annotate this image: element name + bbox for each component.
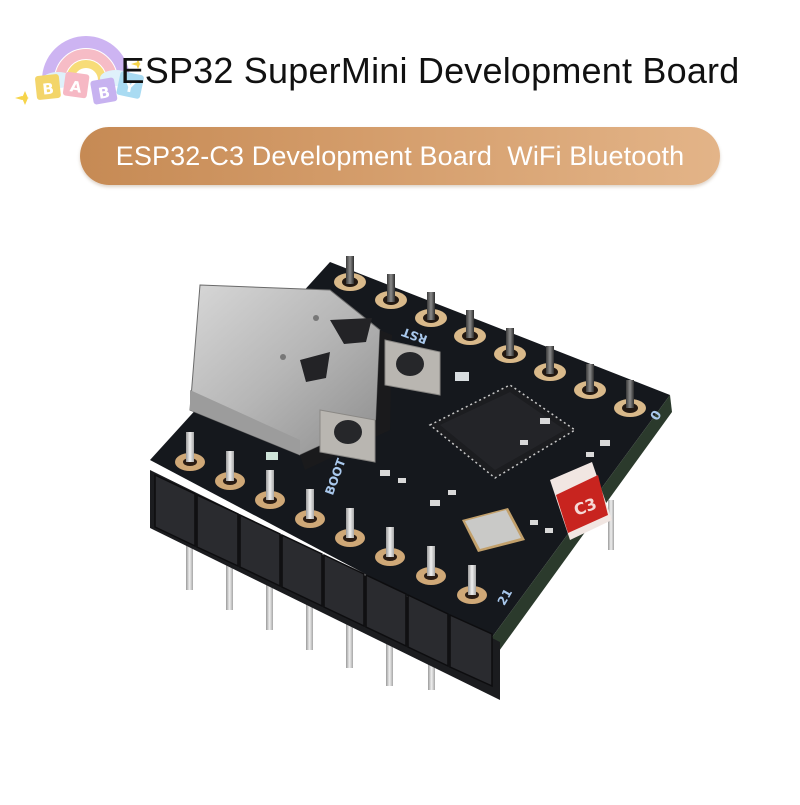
rainbow-icon: B A B Y xyxy=(15,36,144,105)
svg-text:A: A xyxy=(69,77,83,96)
page-title: ESP32 SuperMini Development Board xyxy=(0,46,800,96)
svg-text:Y: Y xyxy=(122,77,138,97)
esp32-c3-chip xyxy=(428,384,577,479)
banner-text: ESP32-C3 Development Board WiFi Bluetoot… xyxy=(115,140,685,171)
title-text: ESP32 SuperMini Development Board xyxy=(120,50,740,91)
led-indicator xyxy=(455,372,469,381)
product-image: RST BOOT 0 21 C3 xyxy=(0,200,800,800)
svg-text:B: B xyxy=(97,83,111,103)
boot-button xyxy=(319,409,376,463)
bottom-header-pads xyxy=(175,432,487,604)
crystal-oscillator xyxy=(462,508,525,552)
reset-button xyxy=(384,339,441,396)
esp32-c3-board-illustration: RST BOOT 0 21 C3 xyxy=(150,256,672,700)
ceramic-antenna: C3 xyxy=(550,462,612,540)
bottom-header-strip xyxy=(150,470,500,700)
subtitle-banner: ESP32-C3 Development Board WiFi Bluetoot… xyxy=(80,127,720,185)
baby-rainbow-logo: B A B Y xyxy=(8,22,158,112)
sparkle-icon xyxy=(15,91,29,105)
sparkle-icon xyxy=(131,59,141,69)
smd-components xyxy=(380,418,610,533)
top-header-pins xyxy=(334,256,646,417)
led-indicator xyxy=(266,452,278,460)
svg-text:B: B xyxy=(41,79,54,98)
